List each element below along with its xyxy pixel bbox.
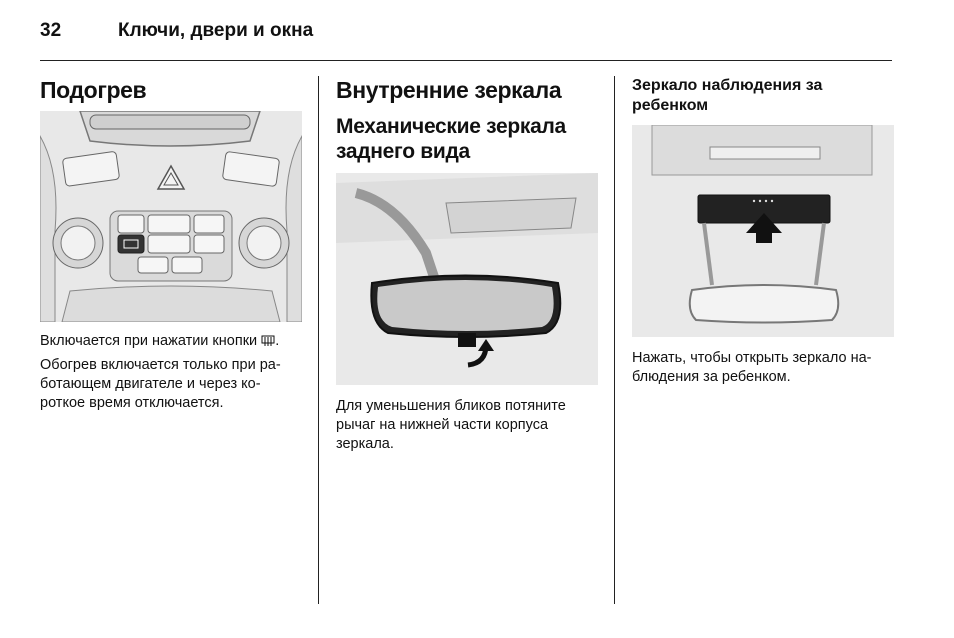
paragraph-child-mirror: Нажать, чтобы открыть зеркало на-блюдени… [632,350,872,385]
header-divider [40,60,892,61]
rearview-mirror-illustration [336,173,598,385]
page-header: 32 Ключи, двери и окна [40,20,892,46]
page-number: 32 [40,20,62,41]
rear-window-heater-icon [261,334,275,353]
column-child-mirror: Зеркало наблюдения за ребенком Нажать, ч… [632,76,894,387]
section-heading-child-mirror: Зеркало наблюдения за ребенком [632,77,823,114]
child-mirror-illustration [632,125,894,337]
section-heading-interior-mirrors: Внутренние зеркала [336,77,562,103]
paragraph-glare: Для уменьшения бликов потяните рычаг на … [336,398,566,452]
paragraph-end: . [275,333,280,349]
chapter-title: Ключи, двери и окна [118,20,314,41]
paragraph-heating-condition: Обогрев включается только при ра-ботающе… [40,357,281,411]
subheading-manual-mirrors: Механические зеркала заднего вида [336,115,566,163]
column-interior-mirrors: Внутренние зеркала Механические зеркала … [336,76,598,454]
column-heating: Подогрев Включ [40,76,302,413]
column-divider [318,76,319,604]
column-divider [614,76,615,604]
paragraph-text: Включается при нажатии кнопки [40,333,258,349]
section-heading-heating: Подогрев [40,77,147,103]
paragraph-heating-button: Включается при нажатии кнопки . [40,332,302,353]
center-console-illustration [40,111,302,322]
